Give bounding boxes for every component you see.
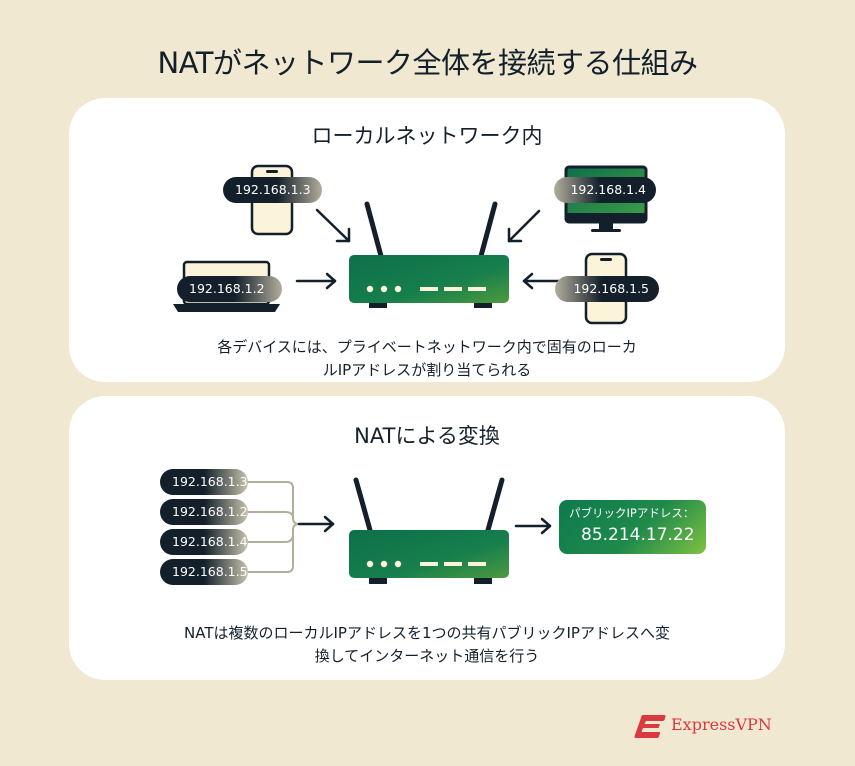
- ip-label: 192.168.1.5: [160, 559, 248, 585]
- arrow-icon: [522, 272, 561, 290]
- ip-label: 192.168.1.3: [223, 177, 322, 203]
- arrow-icon: [507, 209, 541, 243]
- ip-label: 192.168.1.2: [177, 276, 282, 302]
- local-network-caption: 各デバイスには、プライベートネットワーク内で固有のローカ ルIPアドレスが割り当…: [69, 336, 785, 382]
- caption-line: 換してインターネット通信を行う: [314, 647, 540, 665]
- public-ip-value: 85.214.17.22: [581, 525, 695, 545]
- public-ip-box: パブリックIPアドレス： 85.214.17.22: [559, 500, 706, 554]
- local-network-card: ローカルネットワーク内: [69, 98, 785, 382]
- public-ip-label: パブリックIPアドレス：: [569, 506, 695, 520]
- bracket-lines: [247, 481, 300, 573]
- arrow-icon: [297, 515, 335, 533]
- nat-diagram: [247, 477, 552, 584]
- arrow-icon: [315, 208, 351, 243]
- arrow-icon: [295, 272, 337, 290]
- expressvpn-logo-icon: [634, 715, 666, 738]
- caption-line: 各デバイスには、プライベートネットワーク内で固有のローカ: [217, 338, 637, 356]
- nat-translation-title: NATによる変換: [354, 424, 500, 448]
- ip-label: 192.168.1.3: [160, 469, 248, 495]
- nat-caption: NATは複数のローカルIPアドレスを1つの共有パブリックIPアドレスへ変 換して…: [69, 622, 785, 668]
- nat-translation-card: NATによる変換: [69, 396, 785, 680]
- caption-line: NATは複数のローカルIPアドレスを1つの共有パブリックIPアドレスへ変: [184, 624, 670, 642]
- brand-name: ExpressVPN: [671, 715, 772, 734]
- arrow-icon: [514, 517, 552, 535]
- router-icon: [349, 201, 509, 308]
- expressvpn-logo: ExpressVPN: [633, 712, 783, 742]
- local-network-title: ローカルネットワーク内: [311, 124, 543, 148]
- caption-line: ルIPアドレスが割り当てられる: [322, 361, 532, 379]
- ip-label: 192.168.1.4: [554, 177, 656, 203]
- ip-label: 192.168.1.5: [555, 276, 659, 302]
- router-icon: [349, 477, 509, 584]
- ip-label: 192.168.1.2: [160, 499, 248, 525]
- ip-label: 192.168.1.4: [160, 529, 248, 555]
- page-title: NATがネットワーク全体を接続する仕組み: [157, 46, 699, 80]
